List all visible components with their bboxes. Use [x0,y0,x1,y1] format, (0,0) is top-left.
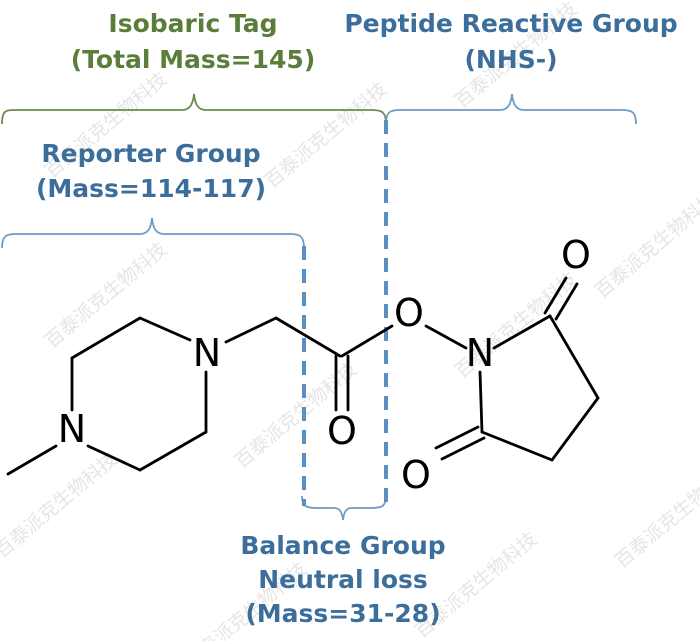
isobaric-tag-title: Isobaric Tag [108,9,277,38]
atom-n-piperazine-bottom: N [58,407,86,451]
peptide-reactive-subtitle: (NHS-) [464,45,557,74]
atom-n-imide: N [466,331,494,375]
balance-group-mass: (Mass=31-28) [245,599,440,628]
reporter-group-mass: (Mass=114-117) [36,174,266,203]
molecule-bonds [6,276,600,476]
peptide-reactive-title: Peptide Reactive Group [344,9,677,38]
watermark-text: 百泰派克生物科技 [611,458,700,573]
watermark-text: 百泰派克生物科技 [41,238,172,353]
reporter-group-title: Reporter Group [41,139,260,168]
atom-o-ester: O [394,291,424,335]
watermark-text: 百泰派克生物科技 [261,78,392,193]
watermark-text: 百泰派克生物科技 [0,448,121,563]
balance-group-title: Balance Group [240,531,445,560]
balance-group-subtitle: Neutral loss [258,565,428,594]
isobaric-tag-bracket [1,93,387,125]
atom-n-piperazine-top: N [193,331,221,375]
isobaric-tag-mass: (Total Mass=145) [71,45,316,74]
balance-group-bracket [301,495,387,521]
watermark-text: 百泰派克生物科技 [591,188,700,303]
reporter-group-bracket [1,217,305,249]
atom-o-imide-top: O [561,233,591,277]
atom-o-imide-bottom: O [401,453,431,497]
peptide-reactive-bracket [385,93,637,125]
atom-o-carbonyl: O [327,409,357,453]
